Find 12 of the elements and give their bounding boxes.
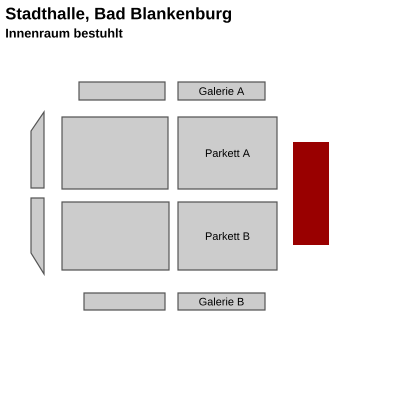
seating-block <box>61 116 169 190</box>
seating-block: Parkett B <box>177 201 278 271</box>
subtitle: Innenraum bestuhlt <box>6 28 123 38</box>
seating-block <box>30 197 45 276</box>
stage <box>293 142 329 245</box>
title: Stadthalle, Bad Blankenburg <box>6 7 232 23</box>
seating-block <box>83 292 166 311</box>
seating-block: Parkett A <box>177 116 278 190</box>
seating-block <box>61 201 170 271</box>
seating-block: Galerie B <box>177 292 266 311</box>
seating-block <box>78 81 166 101</box>
seating-block: Galerie A <box>177 81 266 101</box>
